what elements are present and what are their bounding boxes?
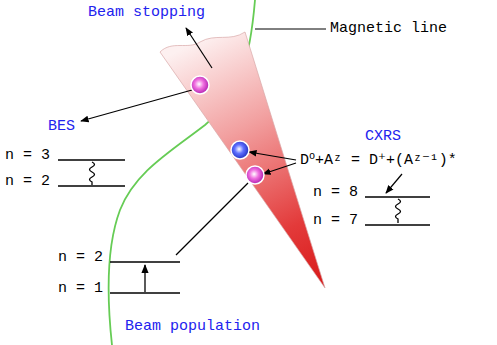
reaction-equation: D⁰+Aᶻ = D⁺+(Aᶻ⁻¹)*: [300, 152, 457, 170]
cxrs-leader: [263, 163, 296, 174]
section-title: Beam population: [125, 318, 260, 336]
energy-levels: [58, 160, 430, 293]
beam-particle: [246, 166, 264, 184]
bes-leader: [81, 90, 192, 121]
level-label: n = 2: [58, 249, 103, 267]
level-label: n = 7: [313, 212, 358, 230]
section-title: CXRS: [365, 128, 401, 146]
annotation-label: Magnetic line: [330, 20, 447, 38]
population-leader: [176, 183, 248, 255]
beam-stopping-arrow: [186, 28, 212, 68]
section-title: Beam stopping: [88, 4, 205, 22]
cxrs-leader: [249, 152, 296, 160]
level-label: n = 3: [5, 147, 50, 165]
level-label: n = 8: [313, 184, 358, 202]
cxrs-transition-arrow: [386, 174, 402, 193]
beam-particle: [231, 141, 249, 159]
level-label: n = 1: [58, 280, 103, 298]
level-label: n = 2: [5, 173, 50, 191]
section-title: BES: [48, 118, 75, 136]
magnetic-line-leader: [255, 29, 326, 30]
beam-particle: [191, 76, 209, 94]
